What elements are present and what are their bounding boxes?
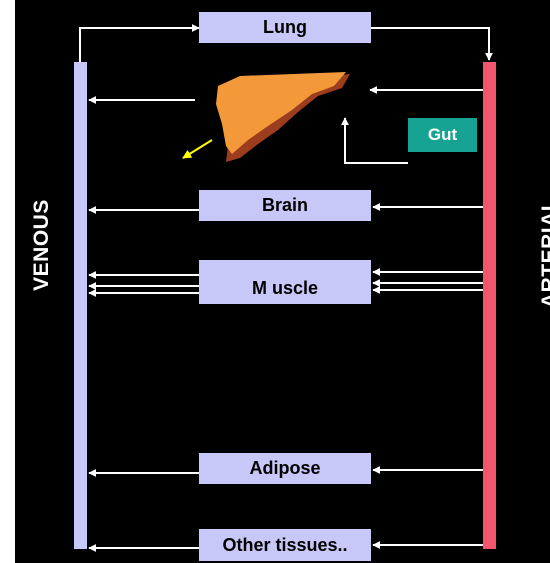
venous-to-lung-arrow — [80, 28, 199, 62]
liver-icon — [216, 72, 350, 162]
elimination-arrow — [183, 140, 212, 158]
organ-box-brain: Brain — [199, 190, 371, 221]
organ-box-adipose: Adipose — [199, 453, 371, 484]
lung-to-arterial-arrow — [371, 28, 489, 60]
organ-box-lung: Lung — [199, 12, 371, 43]
gut-to-liver-arrow — [345, 118, 408, 163]
organ-box-muscle: M uscle — [199, 273, 371, 304]
gut-box: Gut — [408, 118, 477, 152]
organ-box-other-tissues: Other tissues.. — [199, 529, 371, 561]
